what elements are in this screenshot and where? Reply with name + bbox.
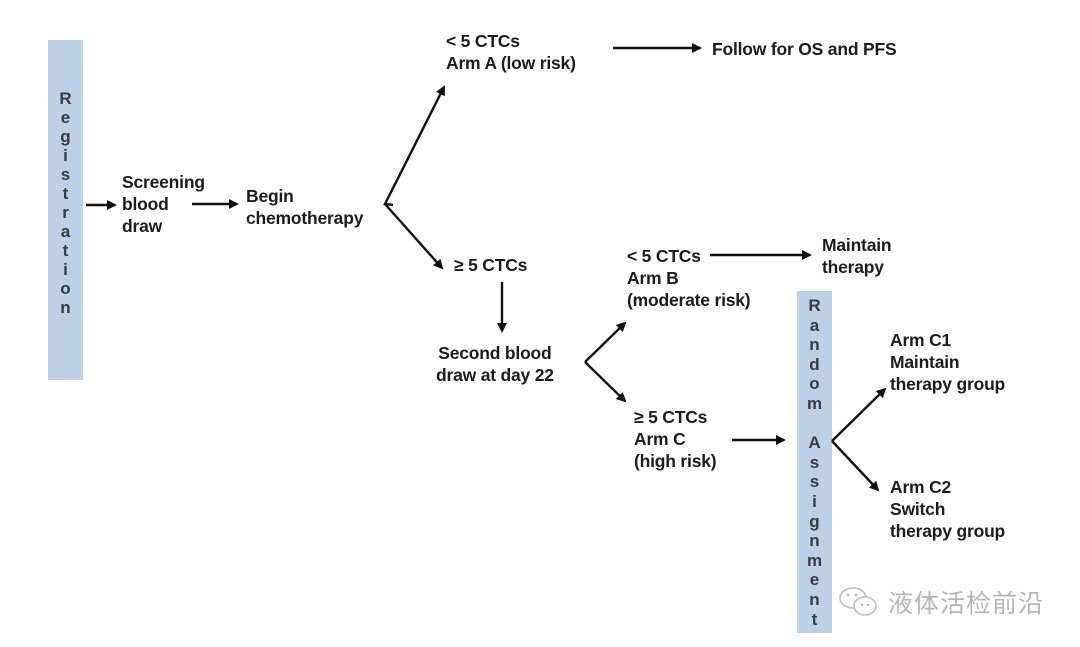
node-ge5-ctcs: ≥ 5 CTCs	[454, 255, 528, 275]
watermark: 液体活检前沿	[838, 584, 1044, 620]
registration-letter: i	[63, 146, 68, 165]
registration-letter: o	[60, 279, 71, 298]
random-assignment-letter: A	[808, 433, 821, 453]
node-arm-a: < 5 CTCs Arm A (low risk)	[446, 31, 576, 73]
random-assignment-letter: m	[806, 393, 823, 413]
random-assignment-letter: e	[809, 570, 820, 590]
arrow-second-draw-to-arm-b	[584, 321, 627, 363]
node-arm-b: < 5 CTCs Arm B (moderate risk)	[627, 246, 751, 310]
node-second-blood-draw: Second blood draw at day 22	[436, 343, 554, 385]
node-screening-blood-draw: Screening blood draw	[122, 172, 205, 236]
random-assignment-letter: s	[809, 452, 820, 472]
registration-letter: e	[60, 108, 71, 127]
random-assignment-letter: s	[809, 472, 820, 492]
node-follow-os-pfs: Follow for OS and PFS	[712, 39, 897, 59]
registration-letter: n	[60, 298, 71, 317]
arrow-random-to-c1	[831, 387, 887, 442]
random-assignment-letter: m	[806, 550, 823, 570]
registration-letter: g	[60, 127, 71, 146]
registration-letter: a	[60, 222, 71, 241]
registration-letter: t	[62, 184, 69, 203]
random-assignment-letter: o	[809, 374, 820, 394]
random-assignment-letter: n	[809, 589, 820, 609]
wechat-icon	[839, 587, 877, 616]
node-maintain-therapy: Maintain therapy	[822, 235, 892, 277]
random-assignment-letter: t	[811, 609, 818, 629]
registration-letter: r	[62, 203, 69, 222]
random-assignment-letter: R	[808, 296, 821, 315]
random-assignment-letter: i	[812, 491, 817, 511]
node-arm-c: ≥ 5 CTCs Arm C (high risk)	[634, 407, 717, 471]
node-arm-c2: Arm C2 Switch therapy group	[890, 477, 1006, 541]
registration-letter: s	[60, 165, 71, 184]
registration-letter: i	[63, 260, 68, 279]
random-assignment-letter: g	[809, 511, 820, 531]
registration-letter: R	[59, 89, 72, 108]
random-assignment-letter: n	[809, 531, 820, 551]
arrow-random-to-c2	[831, 440, 880, 492]
arrow-chemo-to-ge5	[384, 203, 444, 270]
arrow-second-draw-to-arm-c	[584, 361, 627, 403]
random-assignment-letter: n	[809, 335, 820, 355]
node-arm-c1: Arm C1 Maintain therapy group	[890, 330, 1006, 394]
arrow-chemo-to-arm-a	[383, 85, 446, 207]
random-assignment-letter: d	[809, 354, 820, 374]
watermark-text: 液体活检前沿	[888, 589, 1045, 618]
random-assignment-letter: a	[809, 315, 820, 335]
node-begin-chemotherapy: Begin chemotherapy	[246, 186, 364, 228]
registration-letter: t	[62, 241, 69, 260]
